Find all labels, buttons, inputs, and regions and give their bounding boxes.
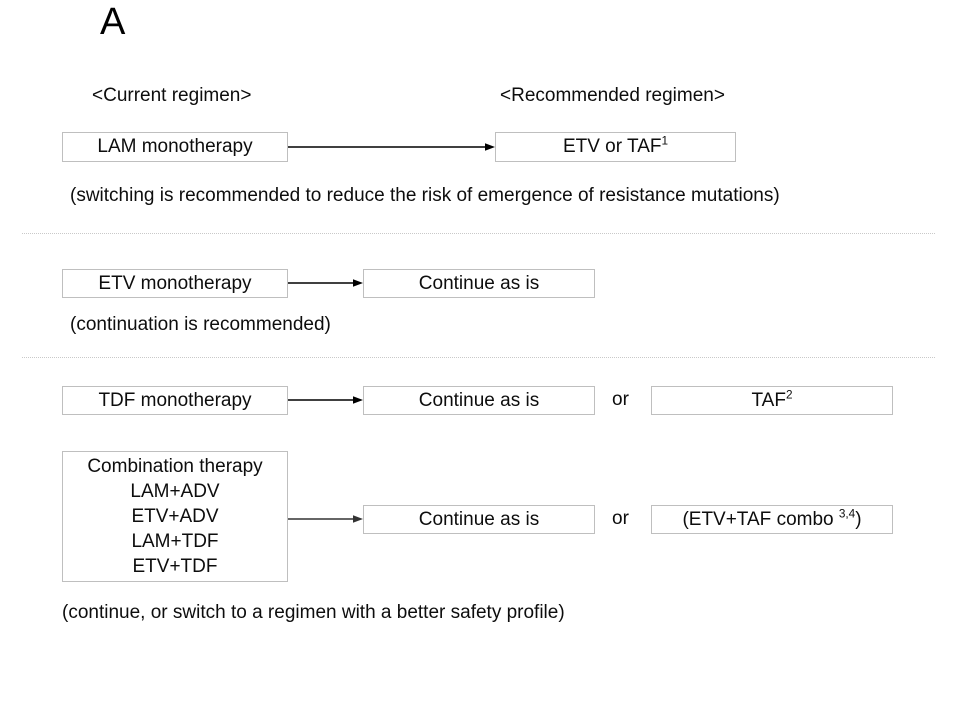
current-regimen-box-lam[interactable]: LAM monotherapy: [62, 132, 288, 162]
alternative-regimen-text-combination-suffix: ): [855, 508, 862, 530]
combination-therapy-title: Combination therapy: [87, 455, 263, 477]
divider-after-lam-row: [22, 233, 935, 234]
combination-item-etv-tdf: ETV+TDF: [132, 555, 218, 577]
right-arrow-icon-combination: [288, 513, 363, 525]
recommended-regimen-label-lam: ETV or TAF1: [562, 134, 669, 158]
recommended-regimen-label-combination: Continue as is: [418, 508, 540, 530]
or-label-combination: or: [612, 508, 629, 529]
recommended-regimen-text-lam: ETV or TAF: [562, 136, 662, 157]
combination-item-lam-tdf: LAM+TDF: [131, 530, 219, 552]
footnote-marker-3-4: 3,4: [838, 507, 856, 521]
column-heading-recommended-regimen: <Recommended regimen>: [500, 85, 725, 106]
right-arrow-icon-lam: [288, 141, 495, 153]
recommended-regimen-box-lam[interactable]: ETV or TAF1: [495, 132, 736, 162]
alternative-regimen-text-tdf: TAF: [751, 389, 786, 411]
note-combination: (continue, or switch to a regimen with a…: [62, 602, 565, 623]
combination-item-lam-adv: LAM+ADV: [130, 480, 220, 502]
right-arrow-icon-etv: [288, 277, 363, 289]
current-regimen-box-combination[interactable]: Combination therapy LAM+ADV ETV+ADV LAM+…: [62, 451, 288, 582]
combination-item-etv-adv: ETV+ADV: [131, 505, 219, 527]
current-regimen-label-tdf: TDF monotherapy: [98, 389, 252, 411]
alternative-regimen-box-combination[interactable]: (ETV+TAF combo 3,4): [651, 505, 893, 534]
alternative-regimen-label-combination: (ETV+TAF combo 3,4): [682, 507, 862, 531]
alternative-regimen-label-tdf: TAF2: [751, 388, 793, 412]
divider-after-etv-row: [22, 357, 935, 358]
footnote-marker-2: 2: [785, 388, 793, 402]
right-arrow-icon-tdf: [288, 394, 363, 406]
footnote-marker-1: 1: [661, 134, 669, 148]
recommended-regimen-label-etv: Continue as is: [418, 272, 540, 294]
recommended-regimen-box-combination[interactable]: Continue as is: [363, 505, 595, 534]
recommended-regimen-box-etv[interactable]: Continue as is: [363, 269, 595, 298]
current-regimen-box-etv[interactable]: ETV monotherapy: [62, 269, 288, 298]
or-label-tdf: or: [612, 389, 629, 410]
current-regimen-label-etv: ETV monotherapy: [98, 272, 252, 294]
panel-letter: A: [100, 1, 126, 43]
recommended-regimen-label-tdf: Continue as is: [418, 389, 540, 411]
column-heading-current-regimen: <Current regimen>: [92, 85, 252, 106]
note-etv: (continuation is recommended): [70, 314, 331, 335]
recommended-regimen-box-tdf[interactable]: Continue as is: [363, 386, 595, 415]
alternative-regimen-text-combination: (ETV+TAF combo: [682, 508, 839, 530]
current-regimen-box-tdf[interactable]: TDF monotherapy: [62, 386, 288, 415]
current-regimen-label-lam: LAM monotherapy: [97, 136, 253, 157]
note-lam: (switching is recommended to reduce the …: [70, 185, 780, 206]
alternative-regimen-box-tdf[interactable]: TAF2: [651, 386, 893, 415]
